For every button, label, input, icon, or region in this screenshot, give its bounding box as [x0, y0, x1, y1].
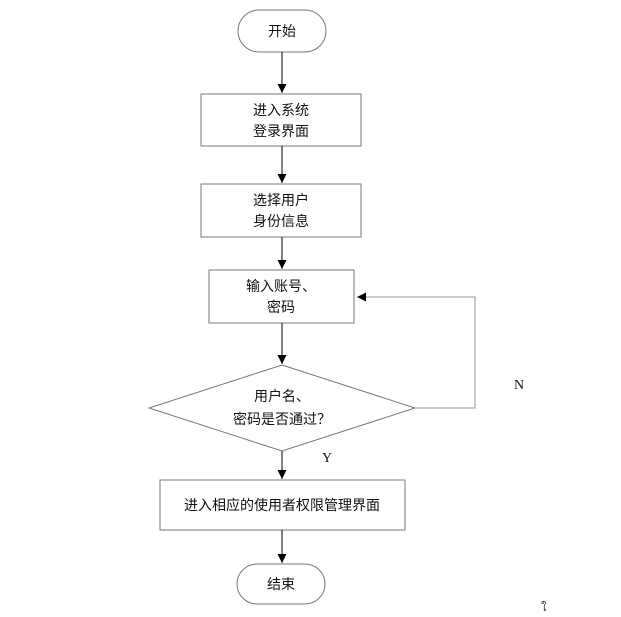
step-select-identity-line2: 身份信息 — [253, 213, 309, 230]
footer-mark: ใ — [541, 601, 547, 614]
arrow-no-loop-back — [357, 292, 476, 409]
start-label: 开始 — [268, 24, 296, 40]
step-enter-login-line2: 登录界面 — [253, 124, 309, 140]
decision-line2: 密码是否通过？ — [233, 411, 331, 428]
decision-line1: 用户名、 — [254, 388, 310, 405]
step-enter-credentials-line2: 密码 — [267, 299, 295, 316]
step-enter-credentials-line1: 输入账号、 — [246, 279, 316, 295]
step-enter-credentials: 输入账号、 密码 — [208, 269, 355, 324]
step-select-identity: 选择用户 身份信息 — [200, 183, 362, 238]
no-label: N — [514, 378, 524, 393]
yes-label: Y — [322, 451, 332, 466]
end-label: 结束 — [267, 577, 295, 593]
step-permission-interface-label: 进入相应的使用者权限管理界面 — [184, 497, 380, 514]
step-enter-login-line1: 进入系统 — [253, 103, 309, 119]
start-node: 开始 — [237, 9, 327, 53]
step-enter-login: 进入系统 登录界面 — [200, 93, 362, 147]
step-permission-interface: 进入相应的使用者权限管理界面 — [159, 479, 406, 531]
step-select-identity-line1: 选择用户 — [253, 192, 309, 209]
end-node: 结束 — [236, 563, 326, 605]
decision-verify: 用户名、 密码是否通过？ — [147, 364, 417, 452]
